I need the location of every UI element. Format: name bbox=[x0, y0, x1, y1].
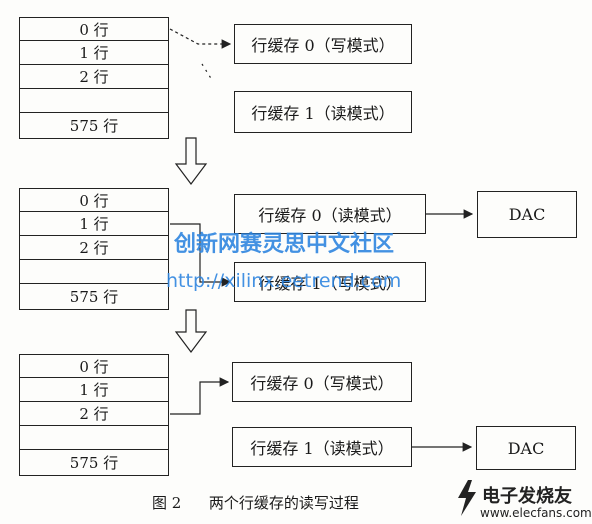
row-2: 2 行 bbox=[19, 402, 169, 426]
dac-label: DAC bbox=[508, 205, 546, 224]
buffer-label: 行缓存 1（读模式） bbox=[250, 439, 394, 458]
stage-3-buffer-0: 行缓存 0（写模式） bbox=[232, 362, 412, 402]
stage-2-buffer-0: 行缓存 0（读模式） bbox=[234, 194, 426, 234]
logo-icon bbox=[458, 480, 476, 516]
row-2: 2 行 bbox=[19, 236, 169, 260]
row-1: 1 行 bbox=[19, 212, 169, 236]
row-label: 2 行 bbox=[79, 405, 109, 423]
row-label: 0 行 bbox=[79, 357, 109, 376]
figure-caption: 图 2 两个行缓存的读写过程 bbox=[152, 492, 359, 513]
row-label: 575 行 bbox=[69, 454, 119, 472]
row-0: 0 行 bbox=[19, 354, 169, 378]
row-label: 0 行 bbox=[79, 191, 109, 210]
stage-1-buffer-1: 行缓存 1（读模式） bbox=[234, 91, 412, 133]
watermark-title: 创新网赛灵思中文社区 bbox=[174, 232, 395, 257]
row-label: 575 行 bbox=[69, 288, 119, 306]
row-label: 575 行 bbox=[69, 117, 119, 135]
down-arrow-icon bbox=[174, 309, 208, 353]
watermark-url: http://xilinx.eetrend.com bbox=[166, 270, 402, 292]
row-1: 1 行 bbox=[19, 378, 169, 402]
logo-brand: 电子发烧友 bbox=[482, 486, 572, 507]
row-2: 2 行 bbox=[19, 65, 169, 89]
row-575: 575 行 bbox=[19, 113, 169, 139]
row-1: 1 行 bbox=[19, 41, 169, 65]
row-ellipsis bbox=[19, 260, 169, 284]
row-label: 1 行 bbox=[79, 215, 109, 233]
buffer-label: 行缓存 0（写模式） bbox=[251, 36, 395, 55]
stage-2-buffer-1: 行缓存 1（写模式） bbox=[234, 262, 426, 302]
logo-url: www.elecfans.com bbox=[480, 506, 592, 520]
row-label: 0 行 bbox=[79, 20, 109, 39]
row-label: 1 行 bbox=[79, 381, 109, 399]
row-label: 2 行 bbox=[79, 68, 109, 86]
figure-title: 两个行缓存的读写过程 bbox=[208, 494, 359, 512]
row-0: 0 行 bbox=[19, 188, 169, 212]
row-0: 0 行 bbox=[19, 17, 169, 41]
row-ellipsis bbox=[19, 89, 169, 113]
row-575: 575 行 bbox=[19, 284, 169, 310]
row-575: 575 行 bbox=[19, 450, 169, 476]
buffer-label: 行缓存 1（读模式） bbox=[251, 104, 395, 123]
row-label: 2 行 bbox=[79, 239, 109, 257]
dac-label: DAC bbox=[507, 438, 545, 458]
stage-2-write-link bbox=[170, 223, 232, 287]
buffer-label: 行缓存 0（读模式） bbox=[258, 206, 402, 225]
stage-1-write-link bbox=[169, 28, 232, 49]
stage-2-dac: DAC bbox=[477, 191, 577, 238]
stage-3-dac: DAC bbox=[476, 426, 576, 470]
buffer-label: 行缓存 1（写模式） bbox=[258, 274, 402, 293]
row-ellipsis bbox=[19, 426, 169, 450]
stage-3-buffer-1: 行缓存 1（读模式） bbox=[232, 427, 412, 467]
buffer-label: 行缓存 0（写模式） bbox=[250, 374, 394, 393]
figure-number: 图 2 bbox=[152, 494, 182, 512]
row-label: 1 行 bbox=[79, 44, 109, 62]
stage-1-dotted-trail bbox=[201, 63, 213, 81]
stage-1-buffer-0: 行缓存 0（写模式） bbox=[234, 24, 412, 64]
down-arrow-icon bbox=[174, 137, 208, 185]
stage-3-write-link bbox=[170, 377, 230, 415]
